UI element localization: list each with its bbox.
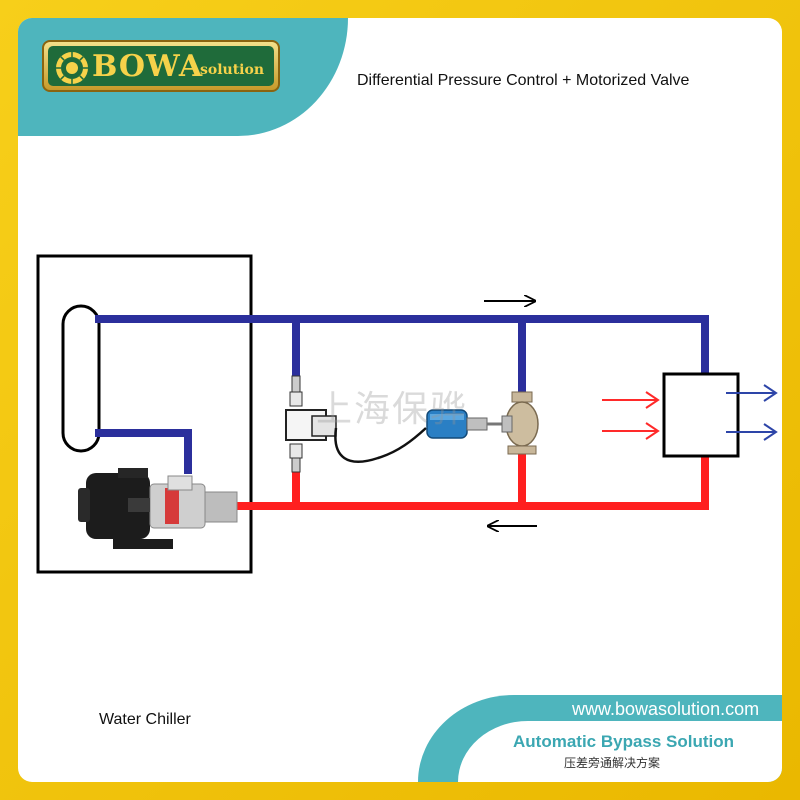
outlet-arrows — [726, 384, 778, 441]
brand-name: BOWA — [92, 49, 204, 84]
water-pump-icon — [78, 468, 238, 549]
chiller-enclosure — [36, 254, 253, 574]
inlet-arrows — [602, 391, 660, 440]
diagram-title: Differential Pressure Control + Motorize… — [357, 72, 690, 89]
control-cable — [334, 427, 427, 463]
piping-diagram — [36, 254, 778, 574]
buffer-tank-icon — [61, 304, 101, 453]
tagline: Automatic Bypass Solution — [513, 732, 735, 751]
heat-exchanger-icon — [662, 372, 740, 458]
tagline-chinese: 压差旁通解决方案 — [564, 756, 661, 770]
watermark: 上海保骅 — [316, 389, 469, 430]
footer-panel — [458, 721, 782, 782]
website-link[interactable]: www.bowasolution.com — [572, 699, 760, 719]
return-pipe — [232, 446, 709, 510]
differential-pressure-switch-icon — [285, 375, 337, 473]
content-panel: BOWA solution Differential Pressure Cont… — [18, 18, 782, 782]
sun-emblem-icon — [56, 52, 88, 84]
valve-actuator-icon — [426, 409, 504, 439]
brand-logo: BOWA solution — [42, 40, 280, 92]
chiller-label: Water Chiller — [99, 711, 191, 728]
logo-plate: BOWA solution — [48, 46, 274, 86]
supply-pipe — [95, 315, 709, 474]
motorized-valve-icon — [501, 391, 539, 455]
brand-suffix: solution — [200, 62, 265, 78]
